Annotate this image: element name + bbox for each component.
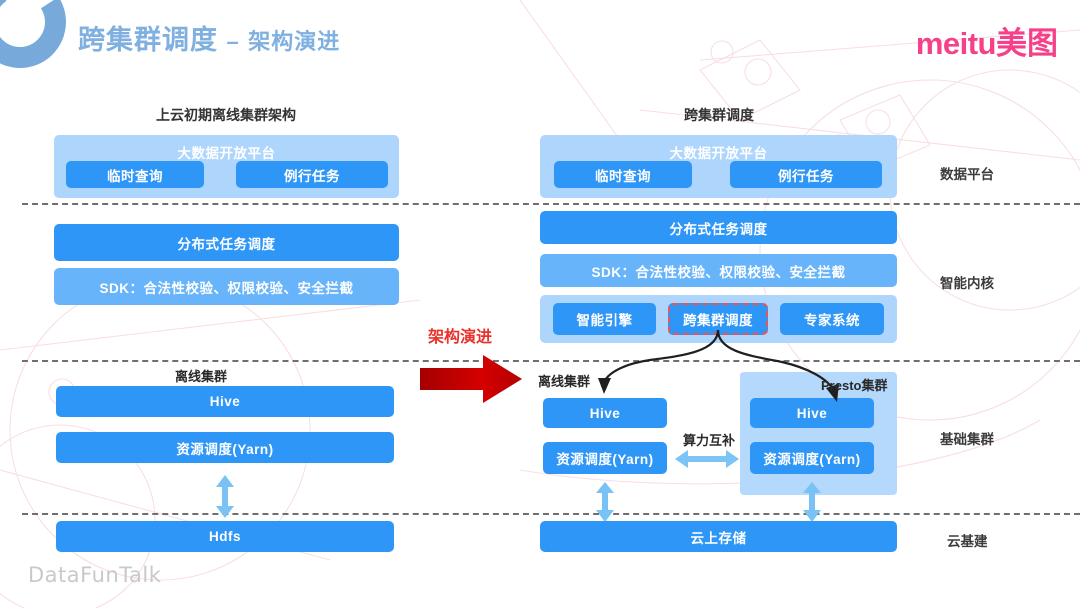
right-module-cross-cluster-scheduling[interactable]: 跨集群调度 xyxy=(668,303,768,335)
page-title-dash: – xyxy=(226,29,240,54)
row-label-cloud-infra: 云基建 xyxy=(947,534,988,549)
left-routine-task-button[interactable]: 例行任务 xyxy=(236,161,388,188)
brand-latin: meitu xyxy=(915,26,997,61)
right-module-intelligent-engine[interactable]: 智能引擎 xyxy=(553,303,656,335)
left-open-platform-title: 大数据开放平台 xyxy=(177,146,276,161)
meitu-logo: meitu美图 xyxy=(916,18,1058,63)
page-title-main: 跨集群调度 xyxy=(78,25,218,55)
ring-logo-icon xyxy=(0,0,75,77)
divider-data-platform xyxy=(22,203,1080,205)
divider-base-cluster xyxy=(22,513,1080,515)
left-distributed-scheduler-box[interactable]: 分布式任务调度 xyxy=(54,224,399,261)
brand-cn: 美图 xyxy=(996,26,1058,61)
right-routine-task-button[interactable]: 例行任务 xyxy=(730,161,882,188)
right-offline-cluster-tag: 离线集群 xyxy=(538,374,591,389)
page-title-sub: 架构演进 xyxy=(248,29,341,54)
right-adhoc-query-button[interactable]: 临时查询 xyxy=(554,161,692,188)
page-title: 跨集群调度 – 架构演进 xyxy=(78,18,340,57)
presto-cluster-tag: Presto集群 xyxy=(821,378,888,393)
compute-complement-arrow-icon xyxy=(675,450,739,468)
presto-storage-arrow-icon xyxy=(803,482,821,522)
right-offline-storage-arrow-icon xyxy=(596,482,614,522)
left-diagram-heading: 上云初期离线集群架构 xyxy=(156,107,296,123)
row-label-data-platform: 数据平台 xyxy=(940,167,994,182)
watermark: DataFunTalk xyxy=(28,563,162,587)
divider-intelligent-kernel xyxy=(22,360,1080,362)
right-diagram-heading: 跨集群调度 xyxy=(684,107,754,123)
left-adhoc-query-button[interactable]: 临时查询 xyxy=(66,161,204,188)
left-yarn-box[interactable]: 资源调度(Yarn) xyxy=(56,432,394,463)
right-offline-yarn-box[interactable]: 资源调度(Yarn) xyxy=(543,442,667,474)
right-open-platform-title: 大数据开放平台 xyxy=(669,146,768,161)
left-sdk-box[interactable]: SDK：合法性校验、权限校验、安全拦截 xyxy=(54,268,399,305)
left-offline-cluster-tag: 离线集群 xyxy=(175,369,228,384)
row-label-intelligent-kernel: 智能内核 xyxy=(940,276,994,291)
left-storage-link-arrow-icon xyxy=(216,475,234,518)
left-hdfs-box[interactable]: Hdfs xyxy=(56,521,394,552)
evolution-label: 架构演进 xyxy=(428,329,493,346)
right-sdk-box[interactable]: SDK：合法性校验、权限校验、安全拦截 xyxy=(540,254,897,287)
presto-yarn-box[interactable]: 资源调度(Yarn) xyxy=(750,442,874,474)
right-arrow-icon xyxy=(420,355,522,403)
left-hive-box[interactable]: Hive xyxy=(56,386,394,417)
right-distributed-scheduler-box[interactable]: 分布式任务调度 xyxy=(540,211,897,244)
right-cloud-storage-box[interactable]: 云上存储 xyxy=(540,521,897,552)
row-label-base-cluster: 基础集群 xyxy=(940,432,994,447)
